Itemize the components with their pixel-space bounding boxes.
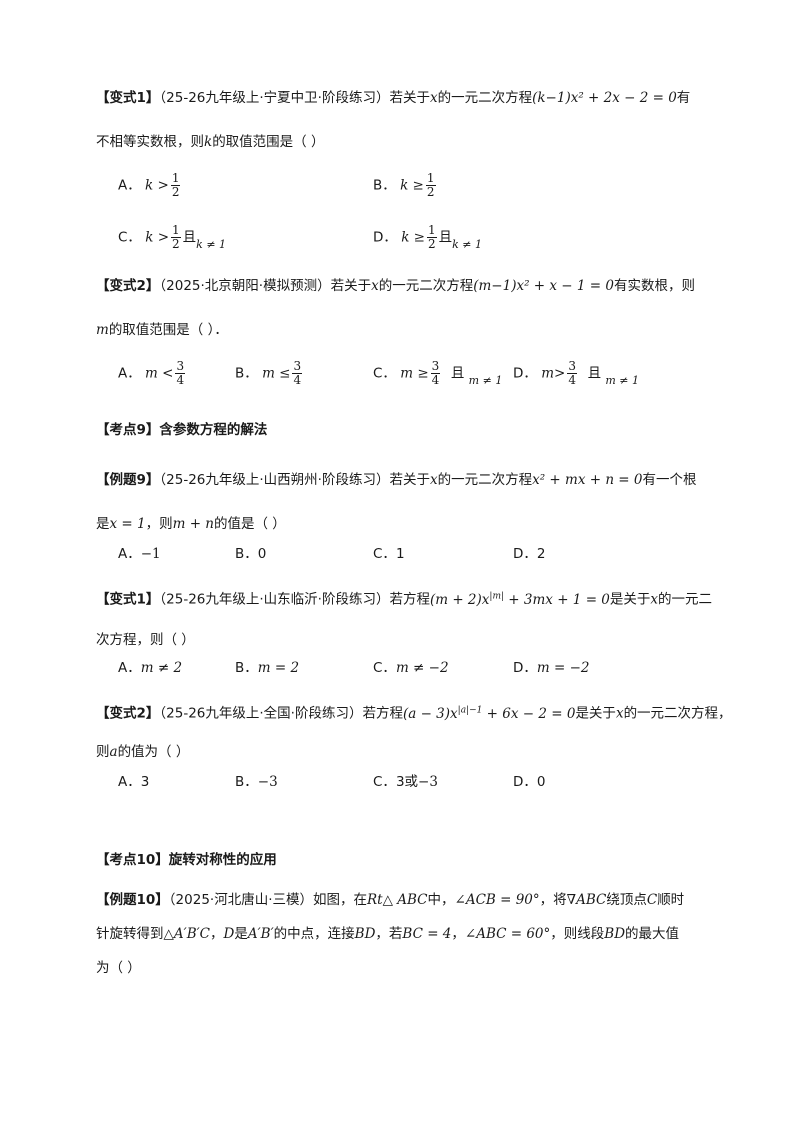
question-ex10-line2: 针旋转得到△A′B′C，D是A′B′的中点，连接BD，若BC = 4，∠ABC … [96,926,680,942]
option-b[interactable]: B．m = 2 [235,660,300,676]
equation: (m + 2)x|m| + 3mx + 1 = 0 [429,591,610,608]
option-d[interactable]: D．0 [513,774,546,790]
option-d[interactable]: D．2 [513,546,546,562]
equation: (m−1)x² + x − 1 = 0 [473,278,614,294]
question-v1b-line2: 次方程，则（ ） [96,632,195,648]
question-v2b-line2: 则a的值为（ ） [96,744,190,760]
option-a[interactable]: A．−1 [118,546,161,562]
option-c[interactable]: C．3或−3 [373,774,438,790]
question-ex9-line1: 【例题9】（25-26九年级上·山西朔州·阶段练习）若关于x的一元二次方程x² … [96,472,697,488]
option-b[interactable]: B．0 [235,546,267,562]
question-ex10-line1: 【例题10】（2025·河北唐山·三模）如图，在Rt△ ABC中，∠ACB = … [96,892,685,908]
question-v1a-line2: 不相等实数根，则k的取值范围是（ ） [96,134,325,150]
equation: (k−1)x² + 2x − 2 = 0 [532,90,677,106]
option-d[interactable]: D．m = −2 [513,660,590,676]
question-ex9-line2: 是x = 1，则m + n的值是（ ） [96,516,286,532]
option-a[interactable]: A．m ≠ 2 [118,660,183,676]
question-v1b-line1: 【变式1】（25-26九年级上·山东临沂·阶段练习）若方程(m + 2)x|m|… [96,591,713,608]
equation: x² + mx + n = 0 [532,472,643,488]
question-v2a-line2: m的取值范围是（ ）． [96,322,228,338]
option-a[interactable]: A．3 [118,774,150,790]
question-v2a-line1: 【变式2】（2025·北京朝阳·模拟预测）若关于x的一元二次方程(m−1)x² … [96,278,695,294]
section-heading-9: 【考点9】含参数方程的解法 [96,422,268,438]
section-heading-10: 【考点10】旋转对称性的应用 [96,852,277,868]
option-c[interactable]: C．1 [373,546,405,562]
question-v2b-line1: 【变式2】（25-26九年级上·全国·阶段练习）若方程(a − 3)x|a|−1… [96,705,732,722]
question-v1a-line1: 【变式1】（25-26九年级上·宁夏中卫·阶段练习）若关于x的一元二次方程(k−… [96,90,691,106]
tag: 【变式1】 [96,90,160,106]
option-c[interactable]: C．m ≠ −2 [373,660,449,676]
equation: (a − 3)x|a|−1 + 6x − 2 = 0 [402,705,576,722]
question-ex10-line3: 为（ ） [96,960,141,976]
option-b[interactable]: B．−3 [235,774,278,790]
